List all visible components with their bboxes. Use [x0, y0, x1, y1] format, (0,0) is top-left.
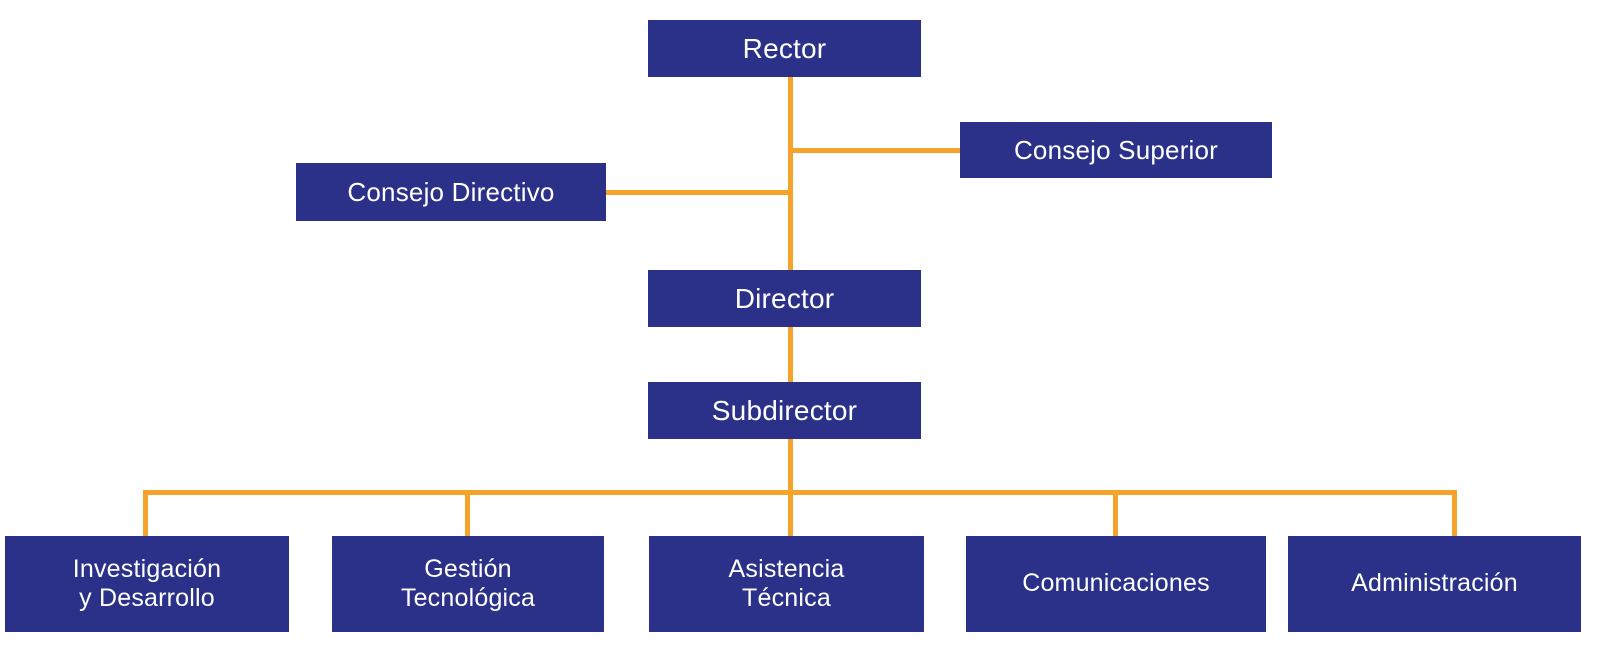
node-consejo-superior-label: Consejo Superior [1013, 134, 1219, 165]
node-gestion-tecnologica-label: Gestión Tecnológica [400, 554, 536, 613]
connector-rector-to-consejo-directivo [606, 190, 790, 195]
node-gestion-tecnologica[interactable]: Gestión Tecnológica [332, 536, 604, 632]
node-director[interactable]: Director [648, 270, 921, 327]
node-investigacion-y-desarrollo-label: Investigación y Desarrollo [72, 554, 222, 613]
node-asistencia-tecnica[interactable]: Asistencia Técnica [649, 536, 924, 632]
connector-horizontal-bus [143, 490, 1457, 495]
node-comunicaciones-label: Comunicaciones [1022, 569, 1210, 598]
node-administracion[interactable]: Administración [1288, 536, 1581, 632]
node-administracion-label: Administración [1351, 569, 1518, 598]
node-director-label: Director [734, 282, 835, 314]
node-consejo-directivo[interactable]: Consejo Directivo [296, 163, 606, 221]
node-investigacion-y-desarrollo[interactable]: Investigación y Desarrollo [5, 536, 289, 632]
connector-drop-comunicaciones [1113, 490, 1118, 537]
node-rector-label: Rector [742, 32, 827, 64]
connector-drop-asistencia [788, 490, 793, 537]
connector-subdirector-to-bus [788, 439, 793, 493]
connector-drop-gestion [465, 490, 470, 537]
node-consejo-superior[interactable]: Consejo Superior [960, 122, 1272, 178]
node-rector[interactable]: Rector [648, 20, 921, 77]
node-subdirector-label: Subdirector [711, 394, 858, 426]
connector-rector-to-director [788, 77, 793, 270]
node-consejo-directivo-label: Consejo Directivo [347, 176, 555, 207]
connector-director-to-subdirector [788, 327, 793, 382]
connector-drop-investigacion [143, 490, 148, 537]
connector-rector-to-consejo-superior [788, 148, 962, 153]
node-comunicaciones[interactable]: Comunicaciones [966, 536, 1266, 632]
node-asistencia-tecnica-label: Asistencia Técnica [728, 554, 845, 613]
connector-drop-administracion [1452, 490, 1457, 537]
node-subdirector[interactable]: Subdirector [648, 382, 921, 439]
